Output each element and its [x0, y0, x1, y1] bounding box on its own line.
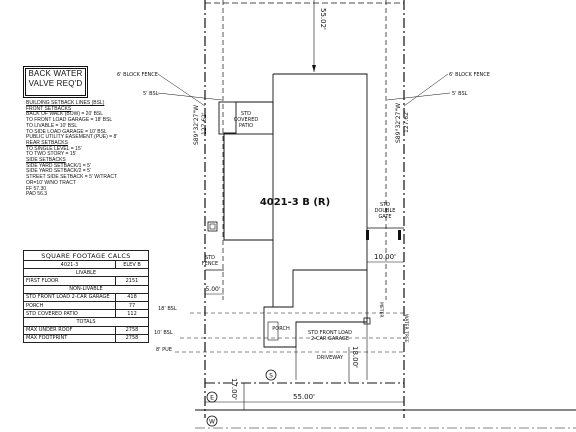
setback-line: OR=10' W/NO TRACT	[26, 179, 76, 186]
right-length: 127.62'	[403, 110, 410, 133]
setback-line: TO LIVABLE = 10' BSL	[26, 122, 78, 129]
left-fence-leader	[157, 73, 206, 107]
bsl-18-label: 18' BSL	[158, 306, 177, 312]
patio-label-2: COVERED	[234, 117, 259, 123]
gate-label-3: GATE	[378, 214, 391, 220]
setback-line: FRONT SETBACKS	[26, 105, 72, 112]
sewer-letter: S	[269, 373, 273, 380]
setback-line: SIDE YARD SETBACK/1 = 5'	[26, 162, 91, 169]
patio-label-3: PATIO	[239, 123, 253, 129]
left-bsl-note: 5' BSL	[143, 91, 159, 97]
setback-line: BACK OF WALK (BOW) = 20' BSL	[26, 111, 104, 118]
right-fence-note: 6' BLOCK FENCE	[449, 72, 490, 78]
right-bsl-leader	[386, 92, 451, 101]
sewer-symbol	[265, 369, 277, 381]
patio-label-1: STD	[241, 111, 251, 117]
row-value: 2758	[115, 333, 149, 343]
water-symbol	[206, 415, 218, 427]
left-bsl-leader	[157, 92, 223, 101]
driveway-label: DRIVEWAY	[317, 355, 344, 361]
meter-symbol	[363, 317, 371, 325]
porch-step	[267, 321, 279, 341]
left-fence-note: 6' BLOCK FENCE	[117, 72, 158, 78]
table-row: MAX FOOTPRINT 2758	[23, 333, 149, 343]
garage-label-1: STD FRONT LOAD	[308, 330, 352, 336]
cleanout-symbol	[207, 221, 218, 232]
setback-line: TO SIDE LOAD GARAGE = 10' BSL	[26, 128, 107, 135]
square-footage-table: SQUARE FOOTAGE CALCS 4021-3 ELEV B LIVAB…	[23, 250, 149, 343]
setback-line: TO SINGLE LEVEL = 15'	[26, 145, 82, 152]
setback-notes: BUILDING SETBACK LINES (BSL) FRONT SETBA…	[26, 100, 186, 198]
setback-line: PUBLIC UTILITY EASEMENT (PUE) = 8'	[26, 134, 118, 141]
gate-post	[366, 230, 369, 240]
setback-line: BUILDING SETBACK LINES (BSL)	[26, 100, 105, 106]
garage-label-2: 2-CAR GARAGE	[311, 336, 349, 342]
backwater-note-line1: BACK WATER	[28, 69, 83, 78]
gate-label-1: STD	[380, 202, 390, 208]
setback-line: SIDE SETBACKS	[26, 157, 66, 164]
porch-label: PORCH	[272, 326, 290, 332]
setback-line: REAR SETBACKS	[26, 139, 68, 146]
pue-8-label: 8' PUE	[156, 347, 172, 353]
water-tree-label: WATER TREE	[403, 314, 409, 343]
backwater-note-line2: VALVE REQ'D	[28, 79, 83, 88]
top-dimension: 55.02'	[319, 8, 327, 30]
house-label: 4021-3 B (R)	[260, 197, 330, 208]
setback-line: FF 57.30	[26, 185, 47, 192]
dim-18: 18.00'	[351, 346, 359, 368]
covered-patio	[218, 101, 274, 135]
dim-5: 5.00'	[205, 286, 220, 293]
meter-label: METER	[378, 302, 384, 317]
gate-post-2	[398, 230, 401, 240]
std-fence-label-2: FENCE	[202, 261, 218, 267]
gate-label-2: DOUBLE	[375, 208, 396, 214]
setback-line: PAD 56.3	[26, 191, 48, 198]
top-dim-arrow	[312, 65, 316, 72]
std-fence-label-1: STD	[205, 255, 215, 261]
setback-line: STREET SIDE SETBACK = 5' W/TRACT	[26, 174, 118, 181]
setback-line: TO FRONT LOAD GARAGE = 18' BSL	[26, 117, 113, 124]
dim-10: 10.00'	[374, 253, 396, 261]
right-bearing: S89°32'27"W	[395, 103, 402, 143]
setback-line: TO TWO STORY = 15'	[26, 151, 77, 158]
water-letter: W	[209, 419, 215, 426]
elec-letter: E	[210, 395, 214, 402]
bsl-10-label: 10' BSL	[154, 330, 173, 336]
right-fence-leader	[403, 73, 449, 107]
left-length: 127.62'	[201, 112, 208, 135]
right-bsl-note: 5' BSL	[452, 91, 468, 97]
setback-line: SIDE YARD SETBACK/2 = 5'	[26, 168, 91, 175]
dim-55: 55.00'	[293, 393, 315, 401]
left-bearing: S89°32'27"W	[193, 105, 200, 145]
backwater-valve-note: BACK WATER VALVE REQ'D	[23, 66, 88, 98]
dim-17: 17.00'	[230, 378, 238, 400]
cleanout-symbol-inner	[209, 223, 216, 230]
